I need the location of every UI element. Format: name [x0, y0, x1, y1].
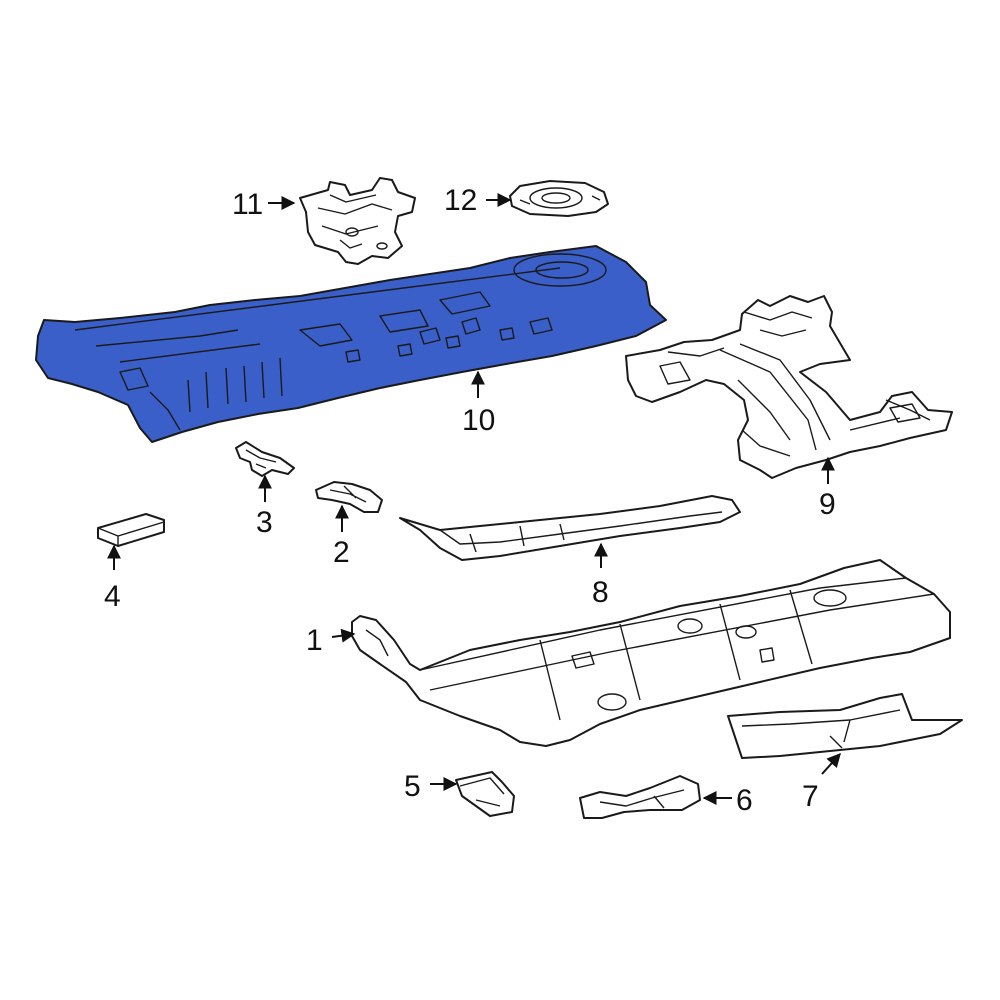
callout-4: 4 [104, 580, 121, 613]
callout-5: 5 [404, 770, 421, 803]
part-5-bracket[interactable] [455, 771, 515, 817]
part-1-main-floor[interactable] [351, 559, 951, 747]
callout-2: 2 [333, 536, 350, 569]
callout-3: 3 [256, 506, 273, 539]
part-8-rail[interactable] [399, 495, 741, 561]
part-3-bracket[interactable] [235, 441, 295, 477]
callout-10: 10 [462, 404, 495, 437]
part-2-bracket[interactable] [315, 481, 383, 513]
callout-1: 1 [306, 624, 323, 657]
part-11-mount[interactable] [299, 177, 416, 265]
callout-8: 8 [592, 576, 609, 609]
part-9-rear-frame[interactable] [625, 295, 953, 479]
callout-11: 11 [232, 188, 263, 221]
part-4-block[interactable] [97, 513, 165, 547]
leader-lines [107, 193, 841, 805]
callout-7: 7 [802, 780, 819, 813]
callout-9: 9 [819, 488, 836, 521]
part-7-member[interactable] [727, 693, 963, 759]
part-10-floor-panel[interactable] [35, 245, 667, 443]
callout-12: 12 [444, 184, 477, 217]
callout-labels: 11 12 10 9 3 2 4 8 1 5 6 7 [104, 184, 836, 817]
callout-6: 6 [736, 784, 753, 817]
part-6-reinforcement[interactable] [579, 775, 701, 819]
part-12-cover[interactable] [509, 180, 609, 217]
part-10-shape [35, 245, 667, 443]
